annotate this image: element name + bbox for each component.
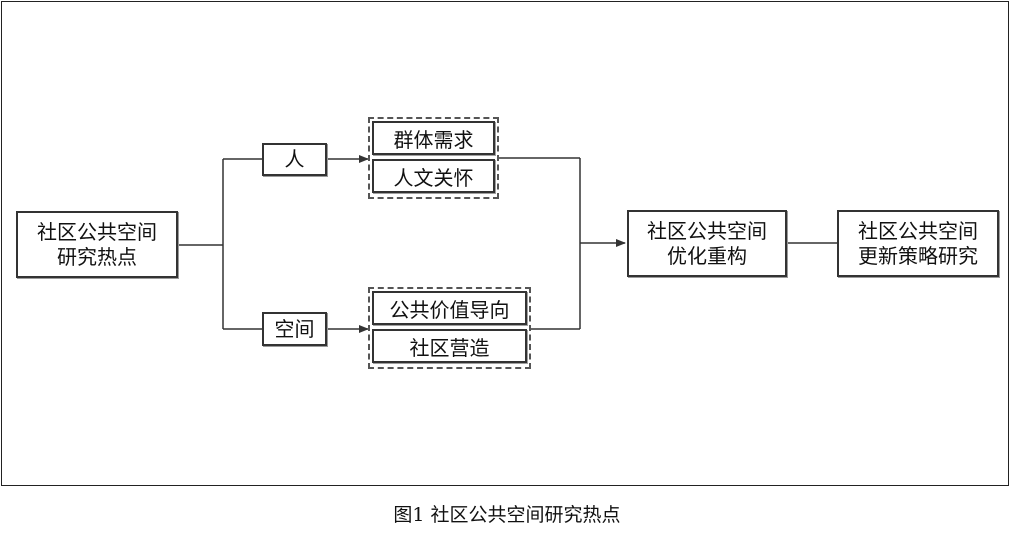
node-research-hotspot: 社区公共空间 研究热点 [16, 211, 178, 278]
node-optimize-line1: 社区公共空间 [647, 218, 767, 243]
group-space: 公共价值导向 社区营造 [368, 287, 531, 369]
group-people: 群体需求 人文关怀 [368, 117, 499, 199]
node-strategy: 社区公共空间 更新策略研究 [837, 210, 999, 277]
node-community-building-label: 社区营造 [409, 335, 490, 360]
node-group-needs-label: 群体需求 [393, 127, 474, 152]
node-humanistic-care: 人文关怀 [372, 159, 495, 193]
node-research-hotspot-line1: 社区公共空间 [37, 219, 157, 244]
node-optimize-line2: 优化重构 [667, 243, 747, 268]
node-space-label: 空间 [274, 316, 315, 341]
node-research-hotspot-line2: 研究热点 [57, 244, 137, 269]
node-people: 人 [262, 143, 327, 176]
figure-caption: 图1 社区公共空间研究热点 [393, 504, 621, 526]
node-humanistic-care-label: 人文关怀 [393, 165, 474, 190]
node-optimize: 社区公共空间 优化重构 [627, 210, 787, 277]
node-group-needs: 群体需求 [372, 121, 495, 155]
node-strategy-line2: 更新策略研究 [858, 243, 978, 268]
node-community-building: 社区营造 [372, 329, 527, 363]
node-people-label: 人 [284, 147, 305, 171]
node-space: 空间 [262, 312, 327, 346]
node-public-value-label: 公共价值导向 [389, 297, 510, 322]
node-public-value: 公共价值导向 [372, 291, 527, 325]
node-strategy-line1: 社区公共空间 [858, 218, 978, 243]
